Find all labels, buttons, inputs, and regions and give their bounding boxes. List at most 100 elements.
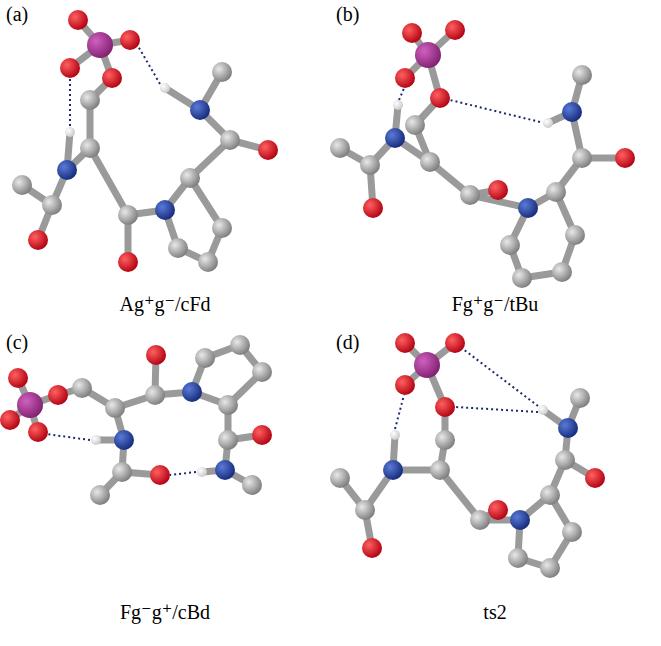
carbon-atom [80, 90, 100, 110]
oxygen-atom [395, 375, 415, 395]
phosphorus-atom [415, 42, 441, 68]
phosphorus-atom [17, 392, 43, 418]
nitrogen-atom [155, 200, 175, 220]
carbon-atom [145, 385, 165, 405]
conformer-name: Fg⁺g⁻/tBu [452, 292, 539, 316]
carbon-atom [80, 138, 100, 158]
carbon-atom [330, 138, 350, 158]
carbon-atom [355, 500, 375, 520]
carbon-atom [420, 152, 440, 172]
hydrogen-bond [46, 434, 90, 440]
carbon-atom [195, 348, 215, 368]
oxygen-atom [585, 468, 605, 488]
hydrogen-atom [197, 467, 207, 477]
oxygen-atom [435, 397, 455, 417]
hydrogen-bond [455, 407, 538, 412]
carbon-atom [212, 62, 232, 82]
oxygen-atom [8, 368, 28, 388]
oxygen-atom [488, 180, 508, 200]
oxygen-atom [363, 198, 383, 218]
molecule-b [330, 20, 635, 288]
carbon-atom [555, 450, 575, 470]
carbon-atom [242, 475, 262, 495]
oxygen-atom [395, 333, 415, 353]
oxygen-atom [395, 68, 415, 88]
nitrogen-atom [518, 198, 538, 218]
carbon-atom [405, 115, 425, 135]
carbon-atom [360, 155, 380, 175]
carbon-atom [330, 468, 350, 488]
carbon-atom [168, 238, 188, 258]
nitrogen-atom [562, 102, 582, 122]
carbon-atom [435, 430, 455, 450]
oxygen-atom [48, 385, 68, 405]
carbon-atom [252, 362, 272, 382]
oxygen-atom [68, 10, 88, 30]
nitrogen-atom [57, 160, 77, 180]
carbon-atom [112, 462, 132, 482]
hydrogen-atom [390, 430, 400, 440]
phosphorus-atom [414, 352, 440, 378]
carbon-atom [198, 252, 218, 272]
carbon-atom [508, 548, 528, 568]
hydrogen-bond [463, 349, 538, 406]
carbon-atom [180, 168, 200, 188]
carbon-atom [562, 522, 582, 542]
oxygen-atom [252, 425, 272, 445]
oxygen-atom [60, 58, 80, 78]
nitrogen-atom [385, 128, 405, 148]
molecule-d [330, 333, 605, 578]
carbon-atom [218, 430, 238, 450]
carbon-atom [546, 182, 566, 202]
hydrogen-bond [138, 46, 160, 84]
oxygen-atom [120, 30, 140, 50]
molecule-c [0, 335, 272, 505]
oxygen-atom [488, 500, 508, 520]
oxygen-atom [430, 88, 450, 108]
oxygen-atom [362, 538, 382, 558]
carbon-atom [552, 262, 572, 282]
hydrogen-atom [393, 100, 403, 110]
nitrogen-atom [215, 460, 235, 480]
hydrogen-atom [160, 83, 170, 93]
carbon-atom [540, 485, 560, 505]
carbon-atom [118, 205, 138, 225]
carbon-atom [565, 225, 585, 245]
nitrogen-atom [114, 430, 134, 450]
nitrogen-atom [182, 382, 202, 402]
panel-letter: (d) [336, 330, 359, 354]
panel-letter: (b) [336, 2, 359, 26]
hydrogen-bond [69, 78, 71, 126]
hydrogen-bond [395, 395, 404, 429]
molecule-a [12, 10, 278, 272]
carbon-atom [470, 510, 490, 530]
oxygen-atom [258, 140, 278, 160]
carbon-atom [220, 130, 240, 150]
bond [90, 148, 128, 215]
oxygen-atom [118, 252, 138, 272]
panel-letter: (a) [6, 2, 28, 26]
hydrogen-bond [170, 472, 196, 475]
oxygen-atom [102, 68, 122, 88]
oxygen-atom [445, 20, 465, 40]
carbon-atom [512, 268, 532, 288]
carbon-atom [430, 460, 450, 480]
hydrogen-atom [543, 118, 553, 128]
oxygen-atom [615, 148, 635, 168]
conformer-name: Fg⁻g⁺/cBd [120, 600, 210, 624]
hydrogen-atom [91, 435, 101, 445]
oxygen-atom [445, 333, 465, 353]
conformer-name: ts2 [483, 600, 506, 624]
oxygen-atom [402, 23, 422, 43]
hydrogen-atom [538, 405, 548, 415]
hydrogen-bond [399, 86, 405, 100]
panel-letter: (c) [6, 330, 28, 354]
nitrogen-atom [558, 418, 578, 438]
carbon-atom [572, 65, 592, 85]
hydrogen-atom [65, 127, 75, 137]
oxygen-atom [28, 230, 48, 250]
carbon-atom [500, 235, 520, 255]
carbon-atom [460, 185, 480, 205]
carbon-atom [12, 175, 32, 195]
